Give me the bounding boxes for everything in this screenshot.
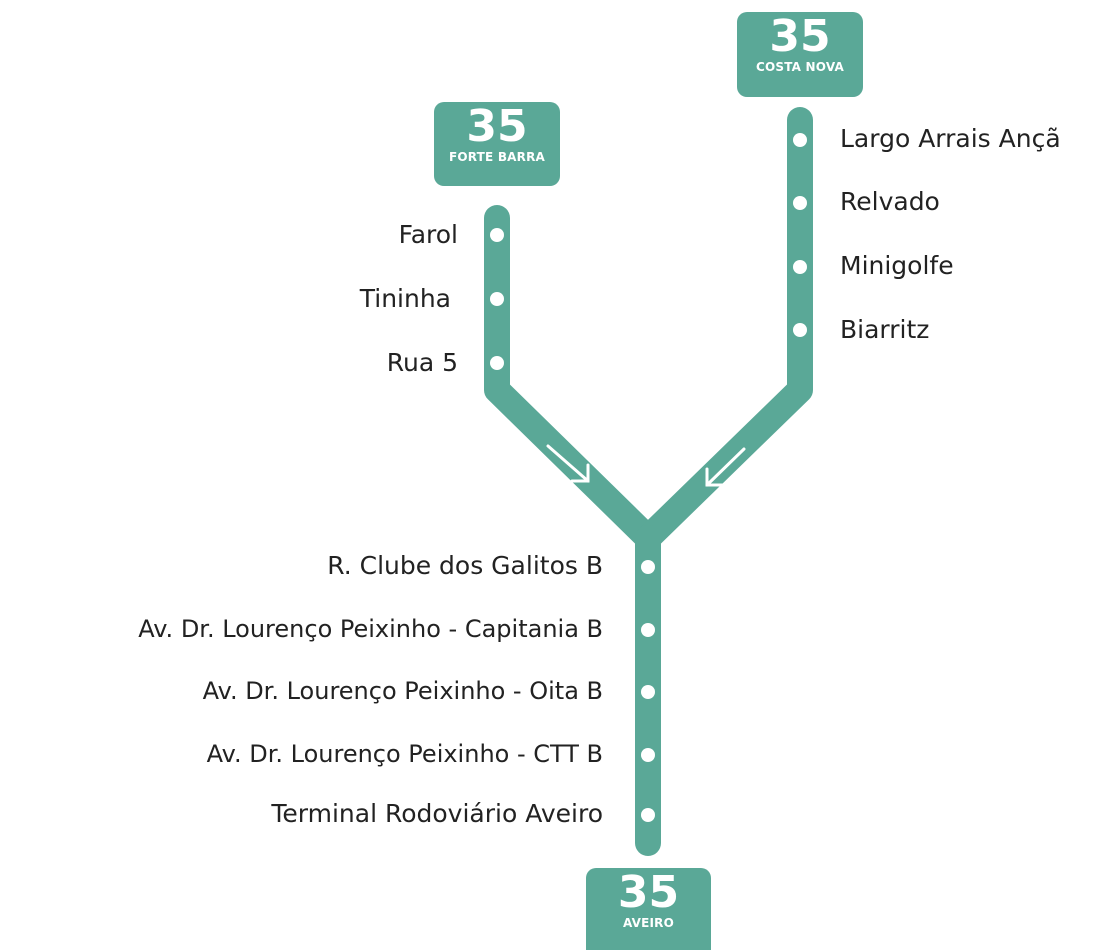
stop-dot xyxy=(490,292,504,306)
stop-dot xyxy=(641,808,655,822)
terminal-badge-costa-nova: 35 COSTA NOVA xyxy=(737,12,863,97)
terminal-name: FORTE BARRA xyxy=(448,150,546,164)
stop-dot xyxy=(490,228,504,242)
stop-dot xyxy=(641,623,655,637)
stop-dot xyxy=(793,260,807,274)
stop-label: Terminal Rodoviário Aveiro xyxy=(271,799,603,828)
stop-dot xyxy=(793,133,807,147)
route-line-forte-barra xyxy=(484,205,661,551)
stop-label: Relvado xyxy=(840,187,940,216)
stop-dot xyxy=(793,196,807,210)
stop-label: Av. Dr. Lourenço Peixinho - Capitania B xyxy=(138,615,603,643)
stop-label: Farol xyxy=(398,220,458,249)
route-number: 35 xyxy=(466,101,528,152)
stop-label: Largo Arrais Ançã xyxy=(840,124,1061,153)
stop-dot xyxy=(641,748,655,762)
stop-dot xyxy=(793,323,807,337)
terminal-name: COSTA NOVA xyxy=(755,60,845,74)
route-line-costa-nova xyxy=(635,107,813,551)
stop-dot xyxy=(641,560,655,574)
stop-label: Av. Dr. Lourenço Peixinho - CTT B xyxy=(206,740,603,768)
route-number: 35 xyxy=(617,867,680,918)
terminal-badge-aveiro: 35 AVEIRO xyxy=(586,868,711,950)
stop-label: R. Clube dos Galitos B xyxy=(327,551,603,580)
stop-label: Tininha xyxy=(359,284,451,313)
stop-label: Minigolfe xyxy=(840,251,954,280)
route-number: 35 xyxy=(769,11,831,62)
stop-dot xyxy=(490,356,504,370)
stop-label: Rua 5 xyxy=(386,348,458,377)
direction-arrow-right xyxy=(705,447,746,487)
terminal-name: AVEIRO xyxy=(622,916,675,930)
stop-label: Biarritz xyxy=(840,315,930,344)
direction-arrow-left xyxy=(546,444,590,483)
terminal-badge-forte-barra: 35 FORTE BARRA xyxy=(434,102,560,186)
stop-label: Av. Dr. Lourenço Peixinho - Oita B xyxy=(202,677,603,705)
stop-dot xyxy=(641,685,655,699)
